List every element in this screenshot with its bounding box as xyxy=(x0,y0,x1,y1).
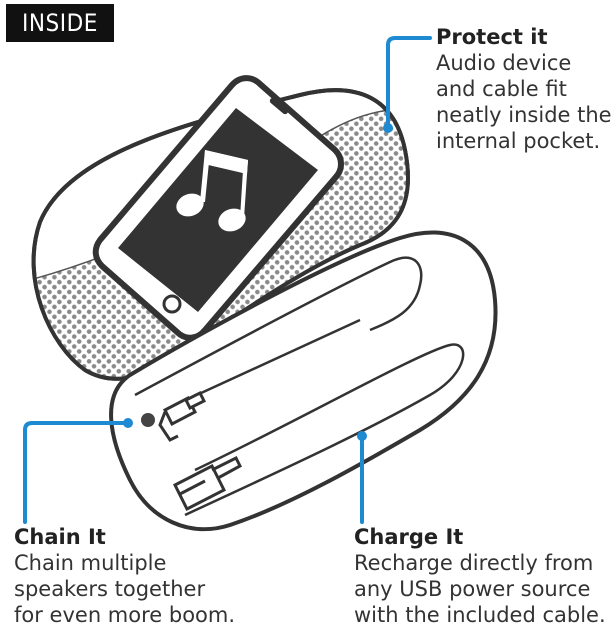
callout-title: Charge It xyxy=(354,525,464,549)
callout-desc-line: neatly inside the xyxy=(436,103,612,127)
callout-desc-line: Audio device xyxy=(436,51,572,75)
callout-desc-line: for even more boom. xyxy=(14,603,236,627)
callout-leader-lines xyxy=(23,36,432,524)
callout-desc-line: and cable fit xyxy=(436,77,567,101)
callout-charge-it: Charge It Recharge directly from any USB… xyxy=(354,524,613,628)
callout-chain-it: Chain It Chain multiple speakers togethe… xyxy=(14,524,254,628)
callout-protect-it: Protect it Audio device and cable fit ne… xyxy=(436,24,613,154)
music-note-icon xyxy=(176,150,248,232)
callout-desc-line: Recharge directly from xyxy=(354,551,594,575)
lower-case-shell xyxy=(109,230,498,532)
usb-plug-icon xyxy=(172,455,242,512)
callout-title: Protect it xyxy=(436,25,548,49)
inside-tag: INSIDE xyxy=(6,4,114,42)
callout-desc-line: speakers together xyxy=(14,577,206,601)
leader-chain xyxy=(23,421,130,524)
aux-port-icon xyxy=(141,413,155,427)
callout-desc-line: internal pocket. xyxy=(436,129,601,153)
leader-protect xyxy=(386,36,432,130)
callout-desc-line: any USB power source xyxy=(354,577,591,601)
callout-desc-line: with the included cable. xyxy=(354,603,606,627)
callout-title: Chain It xyxy=(14,525,106,549)
headphone-jack-plug-icon xyxy=(158,390,207,442)
phone-icon xyxy=(92,75,344,341)
callout-leader-dots xyxy=(123,123,393,441)
callout-desc-line: Chain multiple xyxy=(14,551,167,575)
